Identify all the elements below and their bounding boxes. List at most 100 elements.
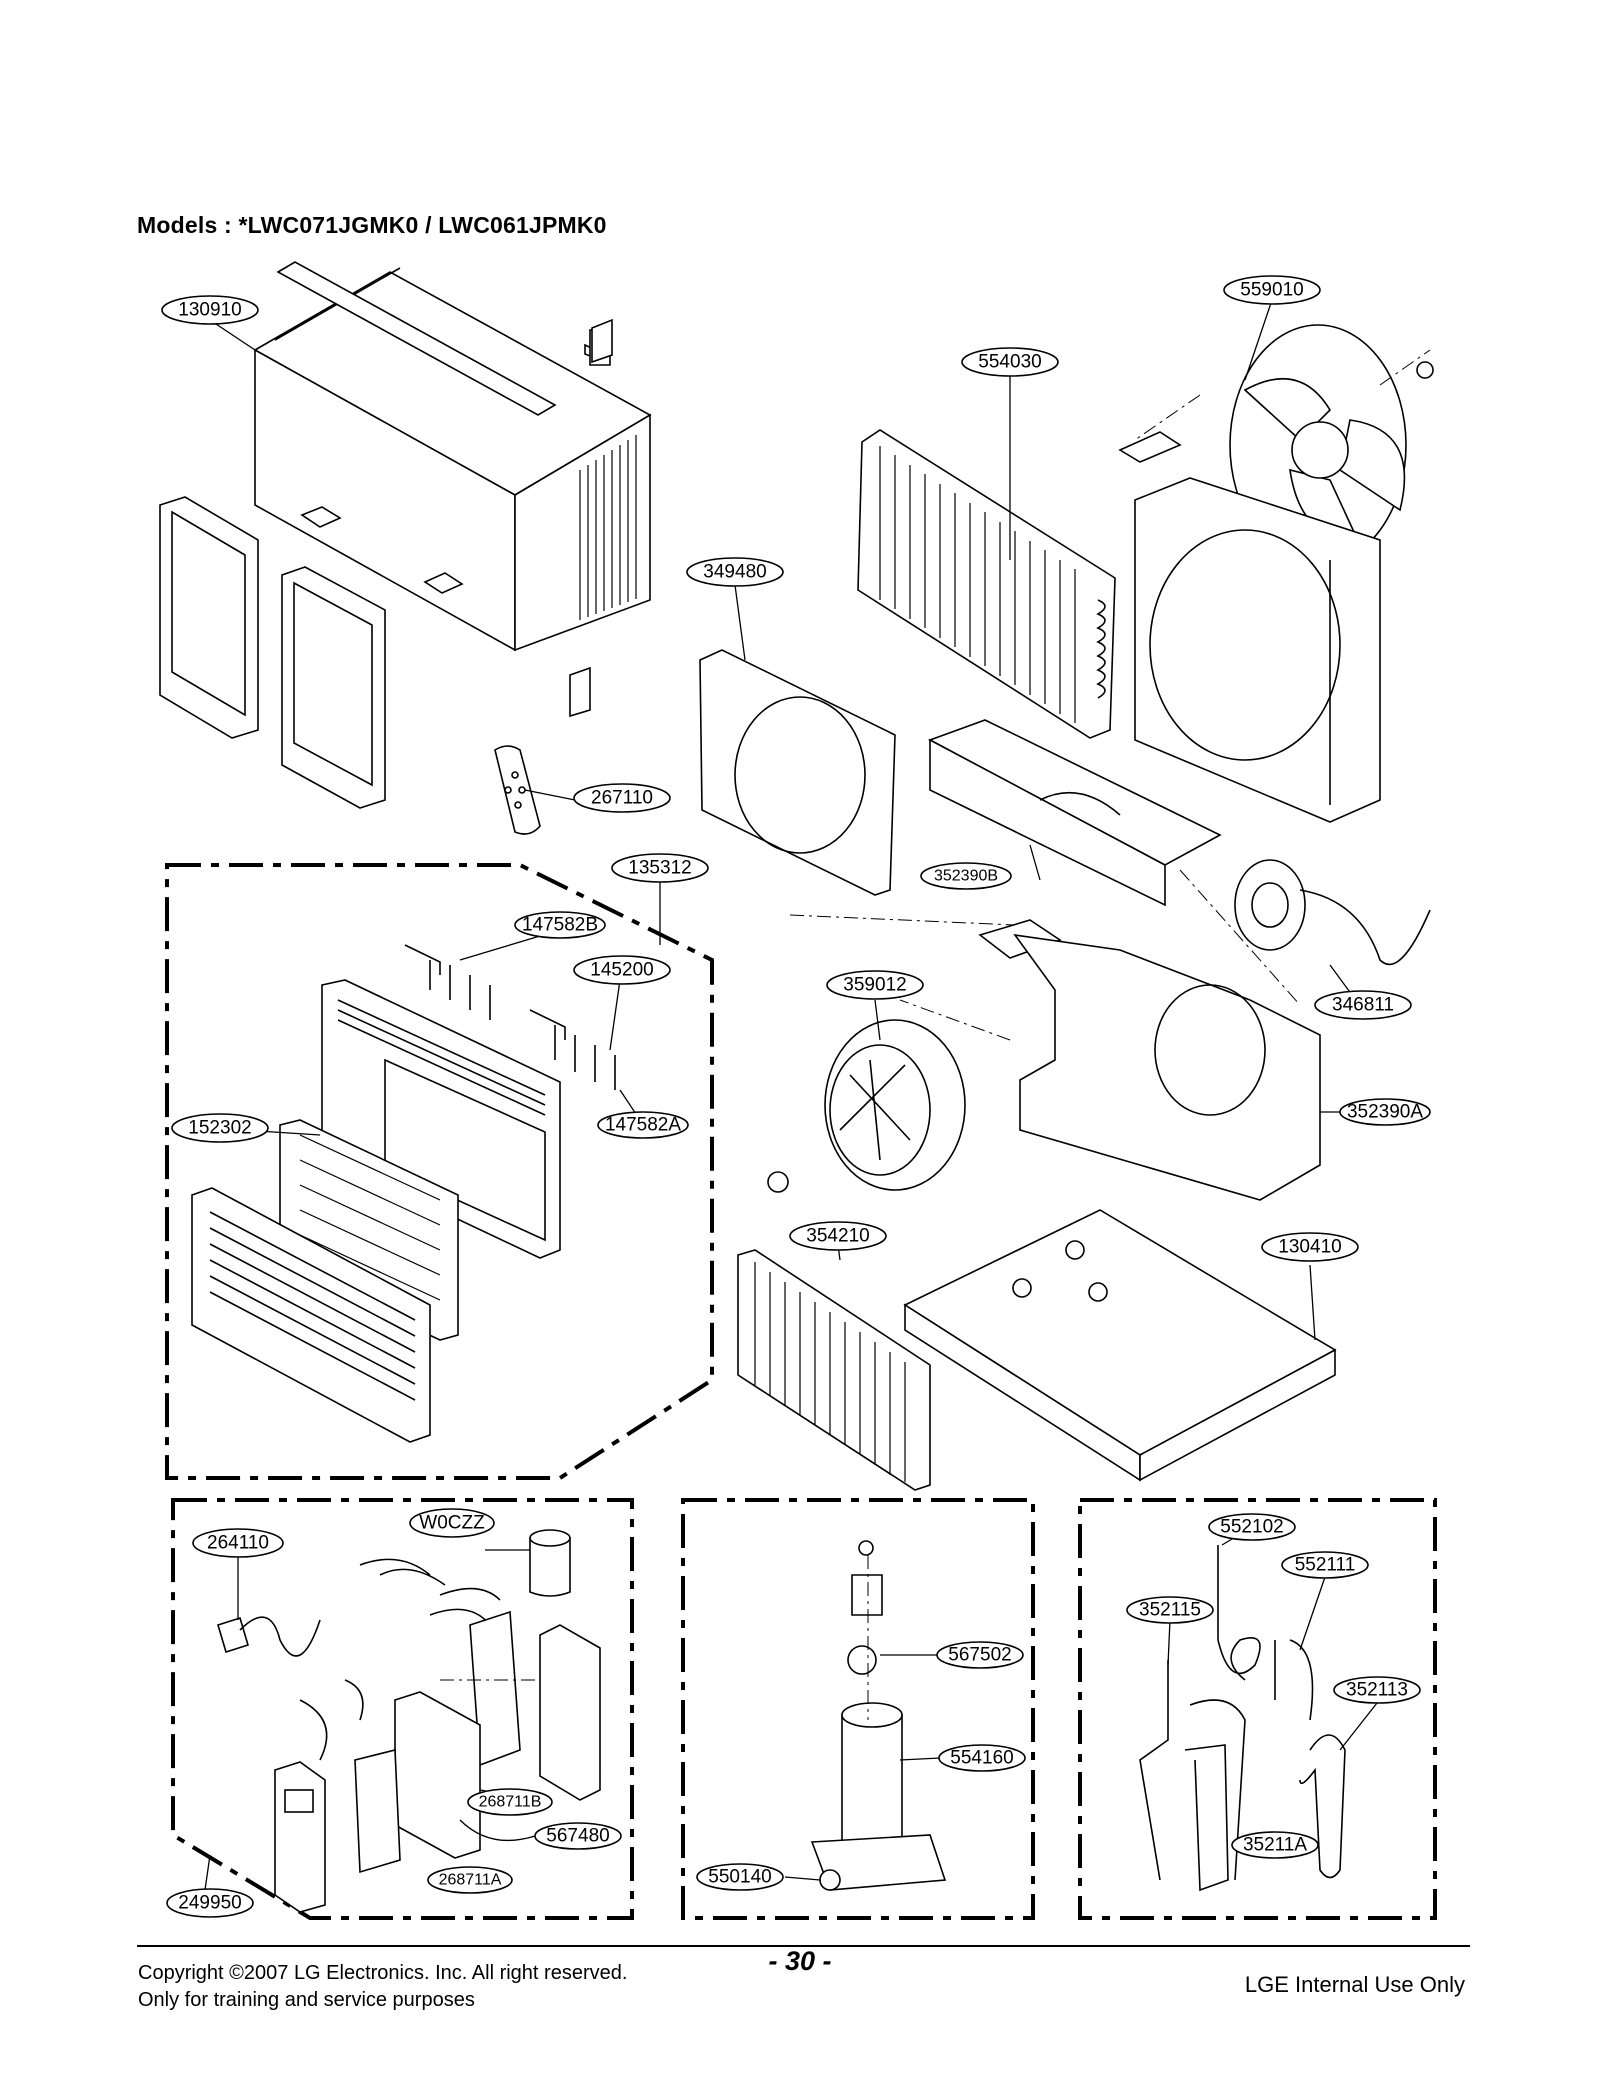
side-curtain-part (159, 496, 386, 809)
fan-motor-part (1234, 859, 1431, 966)
label-346811-text: 346811 (1332, 995, 1394, 1016)
label-152302-text: 152302 (188, 1118, 251, 1139)
label-147582A-text: 147582A (605, 1115, 681, 1136)
inlet-grille-part (191, 1187, 431, 1443)
bracket-part (300, 318, 613, 718)
power-cord-part (217, 1616, 321, 1657)
compressor-part (810, 1702, 947, 1891)
label-354210: 354210 (789, 1221, 887, 1251)
blower-wheel-part (767, 1019, 966, 1193)
label-359012: 359012 (826, 970, 924, 1000)
training-text: Only for training and service purposes (138, 1989, 475, 2011)
label-552111-text: 552111 (1295, 1555, 1356, 1576)
label-567480-text: 567480 (546, 1826, 609, 1847)
capacitor-part (529, 1529, 571, 1597)
page-title: Models : *LWC071JGMK0 / LWC061JPMK0 (137, 212, 607, 238)
base-pan-upper-part (928, 719, 1222, 907)
label-249950: 249950 (166, 1888, 254, 1918)
label-264110: 264110 (192, 1528, 284, 1558)
label-552102: 552102 (1208, 1513, 1296, 1541)
electrical-group-frame (171, 1498, 634, 1920)
label-352390B: 352390B (920, 862, 1012, 890)
discharge-pipe-part (1299, 1734, 1346, 1879)
condenser-part (857, 429, 1116, 739)
remote-control-part (494, 745, 541, 835)
compressor-group-frame (681, 1498, 1035, 1920)
label-130910: 130910 (161, 295, 259, 325)
label-130410: 130410 (1261, 1232, 1359, 1262)
label-130410-text: 130410 (1278, 1237, 1341, 1258)
label-152302: 152302 (171, 1113, 269, 1143)
louver-part (404, 944, 616, 1090)
label-267110-text: 267110 (591, 788, 653, 809)
label-145200: 145200 (573, 955, 671, 985)
label-554030: 554030 (961, 347, 1059, 377)
footer-rule (137, 1945, 1470, 1947)
propeller-fan-part (1229, 324, 1434, 566)
label-554160-text: 554160 (950, 1748, 1013, 1769)
pcb-part (354, 1691, 481, 1874)
motor-mount-part (1118, 431, 1182, 463)
label-352115: 352115 (1126, 1596, 1214, 1624)
label-550140-text: 550140 (708, 1867, 771, 1888)
label-352113: 352113 (1333, 1676, 1421, 1704)
label-567502-text: 567502 (948, 1645, 1011, 1666)
label-559010: 559010 (1223, 275, 1321, 305)
base-pan-part (903, 1209, 1337, 1482)
front-grille-group-frame (165, 863, 714, 1480)
label-554030-text: 554030 (978, 352, 1041, 373)
label-W0CZZ: W0CZZ (409, 1508, 495, 1538)
label-268711A: 268711A (427, 1866, 513, 1894)
label-346811: 346811 (1314, 990, 1412, 1020)
label-352113-text: 352113 (1346, 1680, 1408, 1701)
air-guide-part (978, 919, 1321, 1201)
label-359012-text: 359012 (843, 975, 906, 996)
copyright-text: Copyright ©2007 LG Electronics. Inc. All… (138, 1962, 628, 1984)
capillary-tube-part (1217, 1545, 1314, 1721)
label-249950-text: 249950 (178, 1893, 241, 1914)
footer-copyright-block: Copyright ©2007 LG Electronics. Inc. All… (138, 1960, 627, 2014)
label-145200-text: 145200 (590, 960, 653, 981)
label-35211A: 35211A (1231, 1831, 1319, 1859)
label-349480-text: 349480 (703, 562, 766, 583)
label-349480: 349480 (686, 557, 784, 587)
label-W0CZZ-text: W0CZZ (419, 1513, 485, 1534)
barrier-part (699, 649, 896, 896)
label-352115-text: 352115 (1139, 1600, 1201, 1621)
label-35211A-text: 35211A (1243, 1835, 1307, 1856)
piping-group-frame (1078, 1498, 1437, 1920)
shroud-part (1134, 477, 1381, 823)
label-354210-text: 354210 (806, 1226, 869, 1247)
label-559010-text: 559010 (1240, 280, 1303, 301)
page-number: - 30 - (768, 1946, 832, 1976)
label-147582B: 147582B (514, 911, 606, 939)
label-550140: 550140 (696, 1863, 784, 1891)
label-552102-text: 552102 (1220, 1517, 1283, 1538)
label-552111: 552111 (1281, 1551, 1369, 1579)
alignment-lines (440, 349, 1431, 1720)
label-554160: 554160 (938, 1744, 1026, 1772)
label-130910-text: 130910 (178, 300, 241, 321)
label-264110-text: 264110 (207, 1533, 269, 1554)
label-147582B-text: 147582B (522, 915, 598, 936)
label-267110: 267110 (573, 783, 671, 813)
display-panel-part (274, 1761, 326, 1913)
label-352390A-text: 352390A (1347, 1102, 1423, 1123)
label-135312: 135312 (611, 853, 709, 883)
label-268711B: 268711B (467, 1788, 553, 1816)
label-567502: 567502 (936, 1641, 1024, 1669)
label-268711B-text: 268711B (479, 1794, 542, 1811)
wire-harness-part (299, 1558, 501, 1761)
control-box-part (469, 1610, 601, 1801)
label-567480: 567480 (534, 1822, 622, 1850)
suction-pipe-part (1139, 1660, 1246, 1892)
terminal-cover-part (847, 1540, 883, 1675)
label-147582A: 147582A (597, 1111, 689, 1139)
label-352390A: 352390A (1339, 1098, 1431, 1126)
label-352390B-text: 352390B (934, 868, 998, 885)
internal-use-text: LGE Internal Use Only (1244, 1972, 1465, 1997)
label-135312-text: 135312 (628, 858, 691, 879)
label-268711A-text: 268711A (439, 1872, 502, 1889)
evaporator-part (737, 1249, 931, 1491)
